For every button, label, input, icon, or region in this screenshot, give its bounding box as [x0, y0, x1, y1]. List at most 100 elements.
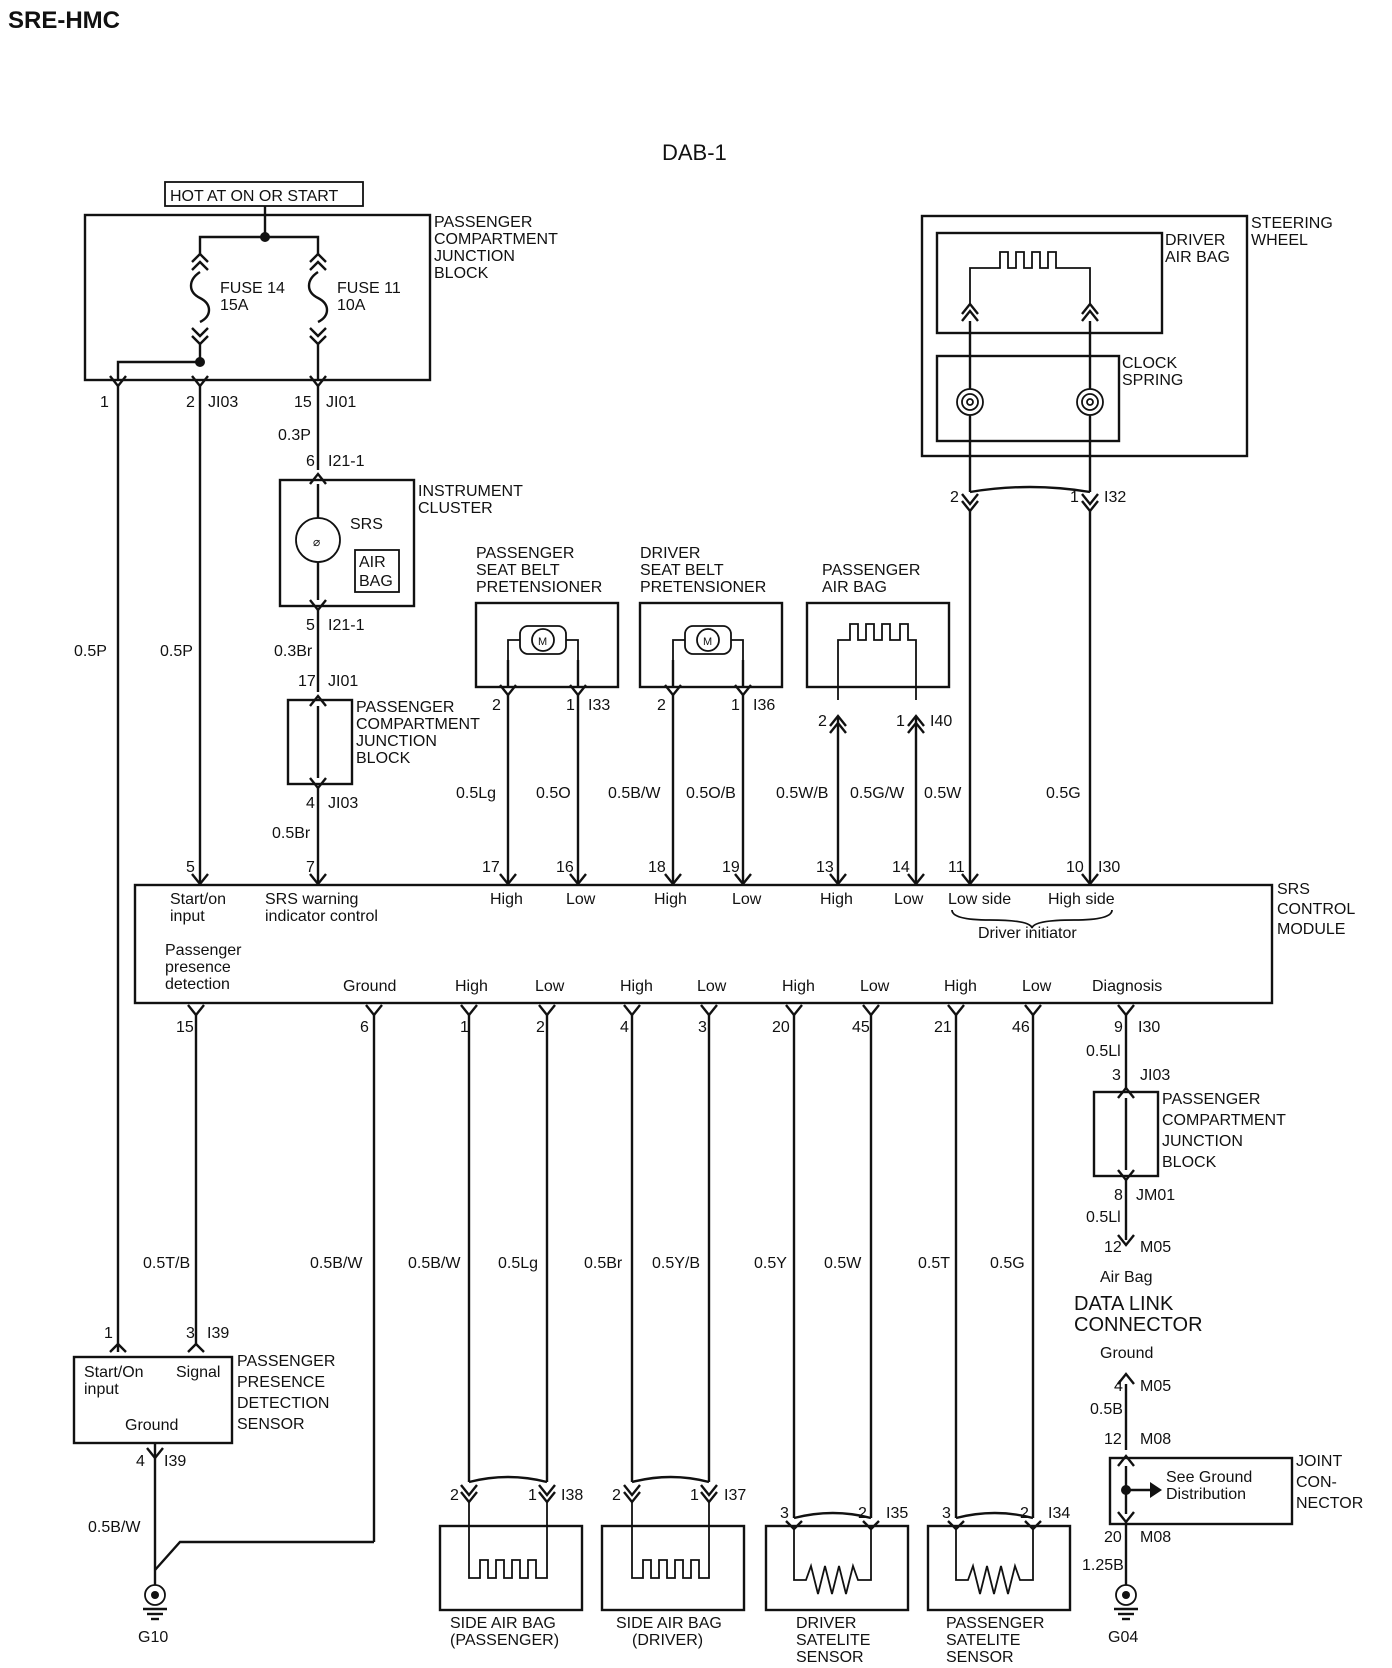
- dc-jb-label-1: PASSENGER: [1162, 1091, 1260, 1108]
- pab-wire-b: 0.5G/W: [850, 785, 905, 802]
- sabd-label-1: SIDE AIR BAG: [616, 1615, 722, 1632]
- srs-bot-pin-20: 20: [772, 1019, 790, 1036]
- srs-top-low-3: Low: [894, 891, 924, 908]
- dp-conn: I36: [753, 697, 775, 714]
- dc-pin3: 12: [1104, 1239, 1122, 1256]
- pss-label-2: SATELITE: [946, 1632, 1020, 1649]
- fuse-11: FUSE 11 10A: [307, 252, 401, 346]
- ic-airbag-2: BAG: [359, 573, 393, 590]
- srs-top-conn: I30: [1098, 859, 1120, 876]
- srs-start-on-2: input: [170, 908, 205, 925]
- dc-conn5: M08: [1140, 1431, 1171, 1448]
- ic-srs-label: SRS: [350, 516, 383, 533]
- pab-squib-icon: [837, 623, 917, 700]
- srs-warn-1: SRS warning: [265, 891, 358, 908]
- srs-lamp-icon: [295, 517, 341, 563]
- ground-g10-icon: [143, 1584, 167, 1621]
- srs-lamp-glyph: ⌀: [313, 535, 320, 549]
- junction-block-top: HOT AT ON OR START FUSE 14 15A FUSE 11 1…: [83, 181, 558, 411]
- driver-initiator-brace: [951, 909, 1113, 929]
- bw-0-5lg: 0.5Lg: [498, 1255, 538, 1272]
- junction-block-top-label-4: BLOCK: [434, 265, 489, 282]
- dab-label-1: DRIVER: [1165, 232, 1225, 249]
- srs-top-pin-5: 5: [186, 859, 195, 876]
- srs-bot-low-3: Low: [860, 978, 890, 995]
- junction-block-mid: 17 JI01 PASSENGER COMPARTMENT JUNCTION B…: [272, 673, 480, 885]
- clock-spring-coil-icon: [956, 388, 984, 416]
- passenger-pretensioner: PASSENGER SEAT BELT PRETENSIONER M 2 1 I…: [456, 545, 620, 885]
- pab-pin-a: 2: [818, 713, 827, 730]
- presence-sensor: 1 3 I39 Start/On input Signal Ground PAS…: [72, 1325, 374, 1646]
- bw-0-5w: 0.5W: [824, 1255, 862, 1272]
- passenger-satellite-sensor: 3 2 I34 PASSENGER SATELITE SENSOR: [926, 1505, 1072, 1666]
- jbm-label-4: BLOCK: [356, 750, 411, 767]
- srs-bot-high-1: High: [455, 978, 488, 995]
- srs-top-pin-13: 13: [816, 859, 834, 876]
- ic-pin-out: 5: [306, 617, 315, 634]
- dp-wire-b: 0.5O/B: [686, 785, 736, 802]
- bw-0-5bw-a: 0.5B/W: [310, 1255, 363, 1272]
- srs-bot-low-4: Low: [1022, 978, 1052, 995]
- ps-wire-g: 0.5B/W: [88, 1519, 141, 1536]
- pab-label-2: AIR BAG: [822, 579, 887, 596]
- srs-bot-conn: I30: [1138, 1019, 1160, 1036]
- steering-wheel-box: [920, 214, 1249, 458]
- instrument-cluster: 0.3P 6 I21-1 ⌀ SRS AIR BAG INSTRUMENT CL…: [274, 386, 523, 692]
- diagram-code: SRE-HMC: [8, 7, 120, 34]
- srs-warn-2: indicator control: [265, 908, 378, 925]
- diagnosis-chain: 0.5Ll 3 JI03 PASSENGER COMPARTMENT JUNCT…: [1074, 1043, 1363, 1646]
- ic-label-1: INSTRUMENT: [418, 483, 523, 500]
- dc-joint-2: CON-: [1296, 1474, 1337, 1491]
- dss-label-1: DRIVER: [796, 1615, 856, 1632]
- srs-driver-initiator: Driver initiator: [978, 925, 1077, 942]
- jbm-label-1: PASSENGER: [356, 699, 454, 716]
- ground-g10-label: G10: [138, 1629, 168, 1646]
- dc-joint-1: JOINT: [1296, 1453, 1342, 1470]
- dc-wire3: 0.5B: [1090, 1401, 1123, 1418]
- srs-top-pin-11: 11: [948, 859, 965, 876]
- srs-top-pin-14: 14: [892, 859, 910, 876]
- srs-bot-pin-15: 15: [176, 1019, 194, 1036]
- pss-label-1: PASSENGER: [946, 1615, 1044, 1632]
- dc-dlc-2: CONNECTOR: [1074, 1314, 1203, 1336]
- srs-top-high-3: High: [820, 891, 853, 908]
- ps-start-on-2: input: [84, 1381, 119, 1398]
- sw-wire-b: 0.5G: [1046, 785, 1081, 802]
- dc-pin4: 4: [1114, 1378, 1123, 1395]
- srs-presence-3: detection: [165, 976, 230, 993]
- pin-2-top: 2: [186, 394, 195, 411]
- dab-squib-icon: [969, 251, 1091, 305]
- pp-wire-a: 0.5Lg: [456, 785, 496, 802]
- ic-conn-out: I21-1: [328, 617, 365, 634]
- pp-pin-a: 2: [492, 697, 501, 714]
- srs-diagnosis: Diagnosis: [1092, 978, 1162, 995]
- sw-pin-b: 1: [1070, 489, 1079, 506]
- ps-start-on-1: Start/On: [84, 1364, 144, 1381]
- jbm-pin-out: 4: [306, 795, 315, 812]
- presence-sensor-box: [72, 1355, 234, 1445]
- pab-conn: I40: [930, 713, 952, 730]
- srs-module-box: [133, 883, 1274, 1005]
- junction-block-top-label-1: PASSENGER: [434, 214, 532, 231]
- pp-label-1: PASSENGER: [476, 545, 574, 562]
- ps-signal: Signal: [176, 1364, 220, 1381]
- srs-control-module: SRS CONTROL MODULE 5 7 17 16 18 19 13 14…: [133, 859, 1355, 1036]
- dc-jb-label-2: COMPARTMENT: [1162, 1112, 1286, 1129]
- ps-conn: I39: [207, 1325, 229, 1342]
- jbm-conn-out: JI03: [328, 795, 358, 812]
- dss-label-2: SATELITE: [796, 1632, 870, 1649]
- conn-ji03-top: JI03: [208, 394, 238, 411]
- bw-0-5y: 0.5Y: [754, 1255, 787, 1272]
- sabd-squib-icon: [631, 1502, 710, 1579]
- jbm-conn-in: JI01: [328, 673, 358, 690]
- pp-wire-b: 0.5O: [536, 785, 571, 802]
- driver-satellite-sensor: 3 2 I35 DRIVER SATELITE SENSOR: [764, 1505, 910, 1666]
- pss-pin-b: 2: [1020, 1505, 1029, 1522]
- ps-label-4: SENSOR: [237, 1416, 305, 1433]
- fuse-11-label: FUSE 11: [337, 280, 401, 297]
- dp-wire-a: 0.5B/W: [608, 785, 661, 802]
- dss-label-3: SENSOR: [796, 1649, 864, 1666]
- pab-wire-a: 0.5W/B: [776, 785, 828, 802]
- jbm-label-2: COMPARTMENT: [356, 716, 480, 733]
- dc-pin2: 8: [1114, 1187, 1123, 1204]
